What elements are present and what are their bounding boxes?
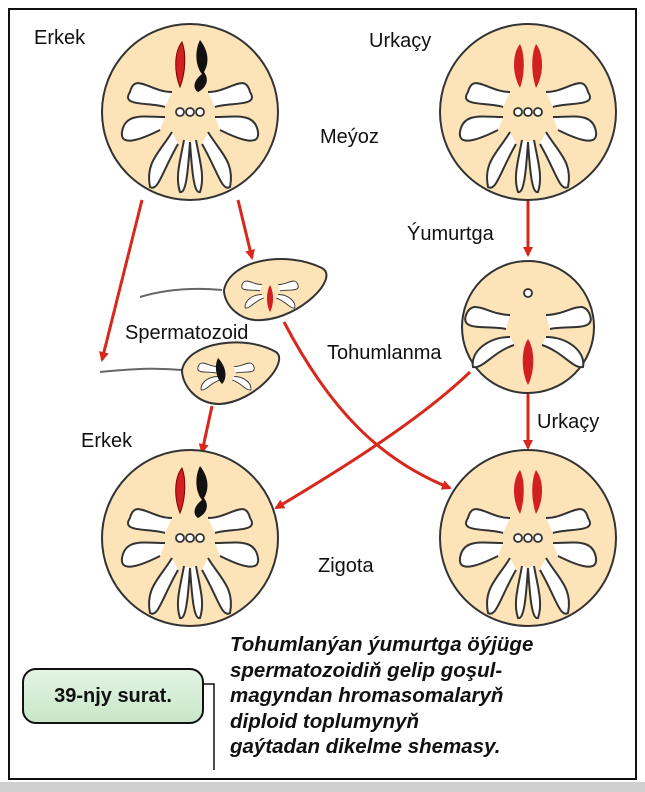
label-erkek-bottom: Erkek [81,430,132,453]
sperm-upper [140,259,326,320]
label-spermatozoid: Spermatozoid [125,322,248,345]
caption-connector [204,684,214,770]
label-urkacy-bottom: Urkaçy [537,411,599,434]
caption-line: spermatozoidiň gelip goşul- [230,658,630,684]
label-meyoz: Meýoz [320,126,379,149]
label-urkacy-top: Urkaçy [369,30,431,53]
zygote-erkek [102,450,278,626]
caption-line: Tohumlanýan ýumurtga öýjüge [230,632,630,658]
sperm-lower [100,342,279,404]
arrow-sperm-to-erkek-zygote [202,406,212,452]
zygote-urkacy [440,450,616,626]
label-tohumlanma: Tohumlanma [327,342,442,365]
cell-egg [462,261,594,393]
caption-line: magyndan hromasomalaryň [230,683,630,709]
label-erkek-top: Erkek [34,27,85,50]
cell-erkek-top [102,24,278,200]
arrow-erkek-to-sperm-upper [238,200,252,258]
label-zigota: Zigota [318,555,374,578]
label-yumurtga: Ýumurtga [407,223,494,246]
cell-urkacy-top [440,24,616,200]
figure-number-badge: 39-njy surat. [22,668,204,724]
figure-caption: Tohumlanýan ýumurtga öýjüge spermatozoid… [230,632,630,760]
caption-line: diploid toplumynyň [230,709,630,735]
caption-line: gaýtadan dikelme shemasy. [230,734,630,760]
